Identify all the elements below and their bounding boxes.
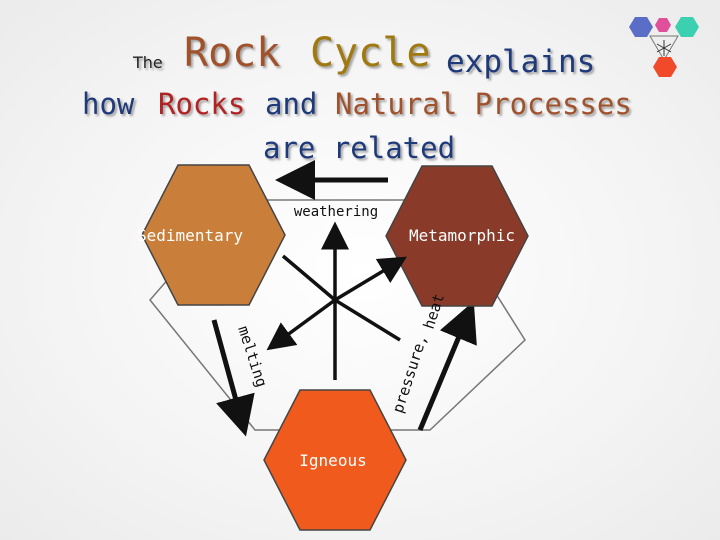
- logo-teal-hex: [675, 17, 699, 37]
- pressure-label: pressure,: [389, 332, 431, 415]
- subtitle-rocks: Rocks: [158, 87, 246, 121]
- star-arrow-left: [266, 298, 337, 351]
- title-cycle: Cycle: [310, 30, 431, 76]
- logo-red-hex: [653, 57, 677, 77]
- star-arrow-right: [334, 256, 407, 302]
- title-explains: explains: [446, 44, 596, 80]
- subtitle-and: and: [265, 87, 318, 121]
- logo-blue-hex: [629, 17, 653, 37]
- subtitle-are-related: are related: [263, 131, 456, 165]
- metamorphic-hexagon: [385, 165, 529, 307]
- igneous-label: Igneous: [299, 451, 366, 470]
- hexagon-logo-icon: [629, 17, 699, 77]
- sedimentary-label: Sedimentary: [137, 226, 243, 245]
- weathering-label: weathering: [294, 204, 378, 220]
- igneous-hexagon: [263, 389, 407, 531]
- title-rock: Rock: [184, 30, 281, 76]
- logo-pink-hex: [655, 18, 671, 32]
- metamorphic-label: Metamorphic: [409, 226, 515, 245]
- melting-arrow: [211, 319, 255, 437]
- subtitle-natural-processes: Natural Processes: [335, 87, 632, 121]
- heat-pressure-arrow: [417, 301, 477, 431]
- melting-label: melting: [234, 324, 271, 390]
- title-the: The: [133, 53, 163, 72]
- sedimentary-hexagon: [141, 164, 286, 306]
- subtitle-how: how: [82, 87, 135, 121]
